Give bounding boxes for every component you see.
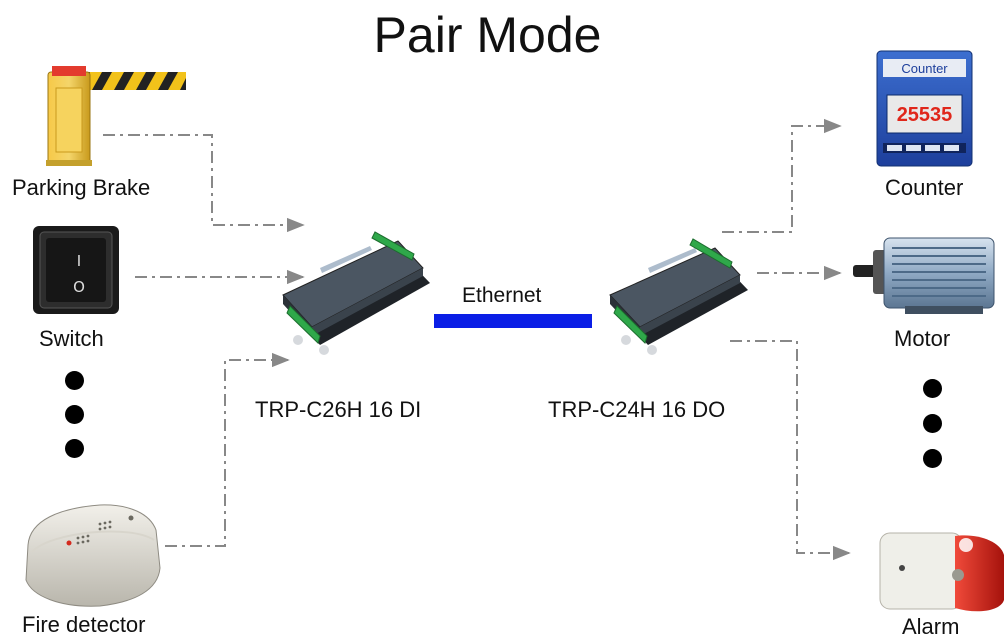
switch-on-mark: I — [77, 252, 81, 270]
alarm-icon — [879, 532, 1004, 612]
switch-off-mark: O — [73, 278, 85, 296]
do-module-label: TRP-C24H 16 DO — [548, 397, 726, 422]
connector-alarm — [730, 340, 851, 561]
motor-icon — [853, 237, 995, 314]
ethernet-link-bar — [434, 314, 592, 328]
motor-label: Motor — [894, 326, 951, 351]
alarm-label: Alarm — [902, 614, 960, 639]
counter-icon: Counter 25535 — [876, 50, 973, 167]
more-inputs-dot — [65, 405, 84, 424]
counter-header-text: Counter — [901, 61, 948, 76]
fire-detector-label: Fire detector — [22, 612, 146, 637]
connector-lines — [103, 118, 851, 561]
switch-icon: I O — [33, 226, 119, 314]
counter-display-text: 25535 — [897, 104, 953, 126]
do-module-icon — [609, 238, 748, 355]
more-outputs-dot — [923, 379, 942, 398]
more-inputs-dot — [65, 439, 84, 458]
more-inputs-dot — [65, 371, 84, 390]
di-module-icon — [282, 231, 430, 355]
switch-label: Switch — [39, 326, 104, 351]
more-outputs-dot — [923, 449, 942, 468]
counter-label: Counter — [885, 175, 964, 200]
di-module-label: TRP-C26H 16 DI — [255, 397, 422, 422]
parking-brake-label: Parking Brake — [12, 175, 151, 200]
fire-detector-icon — [25, 504, 161, 607]
more-outputs-dot — [923, 414, 942, 433]
parking-brake-icon — [46, 66, 186, 166]
connector-fire-detector — [165, 352, 290, 547]
connector-parking-brake — [103, 134, 305, 233]
connector-counter — [722, 118, 842, 233]
ethernet-label: Ethernet — [462, 284, 542, 307]
diagram-title: Pair Mode — [373, 7, 602, 63]
